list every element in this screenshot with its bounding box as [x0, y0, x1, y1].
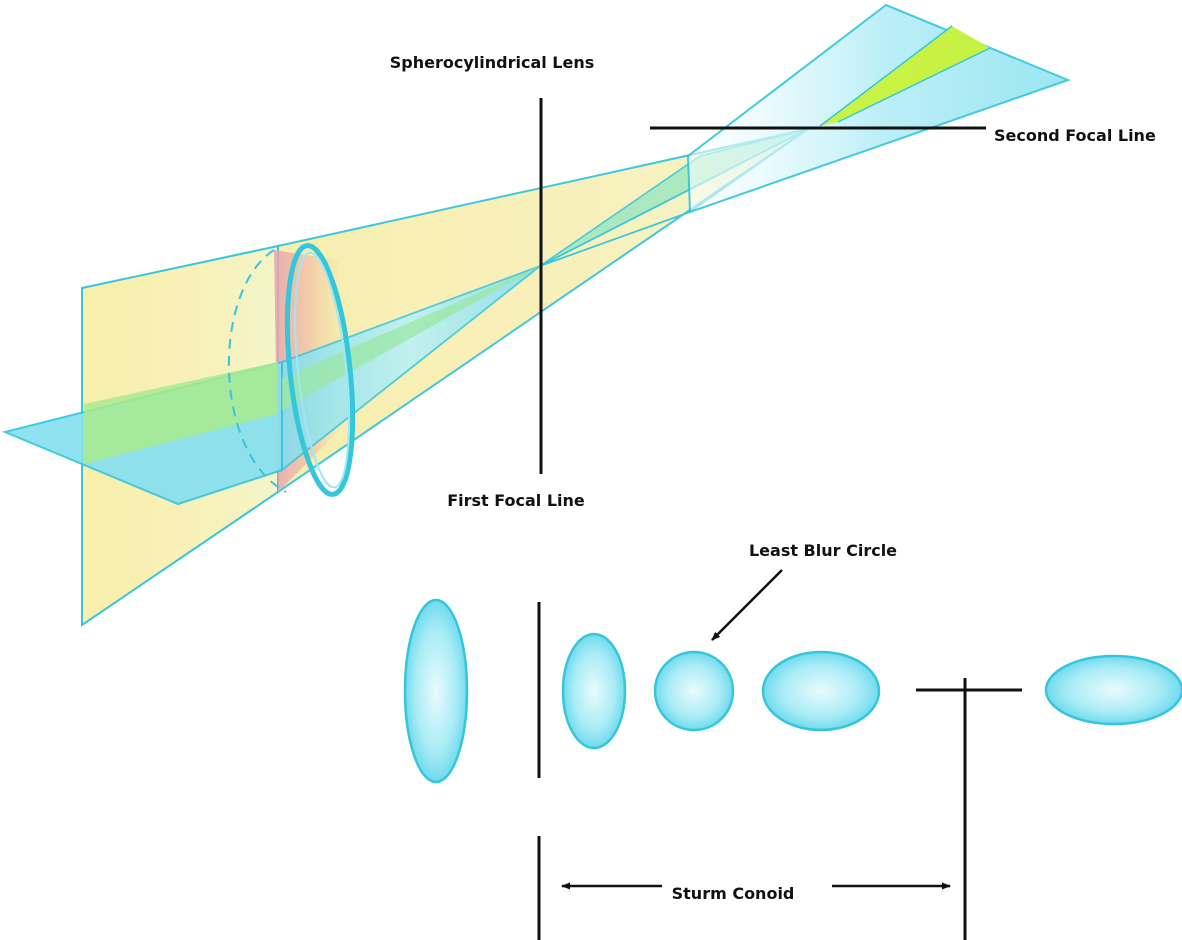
horizontal-plane-right: [686, 3, 1071, 214]
horizontal-ray-fan: [281, 265, 541, 472]
second-focal-line-label: Second Focal Line: [994, 126, 1156, 145]
section-ellipse-1: [403, 598, 469, 784]
least-blur-circle: [653, 650, 735, 732]
section-ellipse-5: [1044, 654, 1182, 726]
right-plane-lime-band: [820, 26, 990, 126]
horizontal-plane-overlap: [84, 362, 278, 464]
sturm-conoid-label: Sturm Conoid: [672, 884, 795, 903]
lens-back-edge: [228, 249, 287, 493]
first-focal-line-label: First Focal Line: [447, 491, 585, 510]
section-ellipse-4: [761, 650, 881, 732]
least-blur-circle-label: Least Blur Circle: [749, 541, 897, 560]
cross-sections: [403, 598, 1182, 784]
ray-diagram: [1, 3, 1071, 627]
section-ellipse-2: [561, 632, 627, 750]
lens-label: Spherocylindrical Lens: [390, 53, 595, 72]
least-blur-circle-arrow: [711, 569, 783, 641]
lens-ring: [284, 243, 356, 497]
